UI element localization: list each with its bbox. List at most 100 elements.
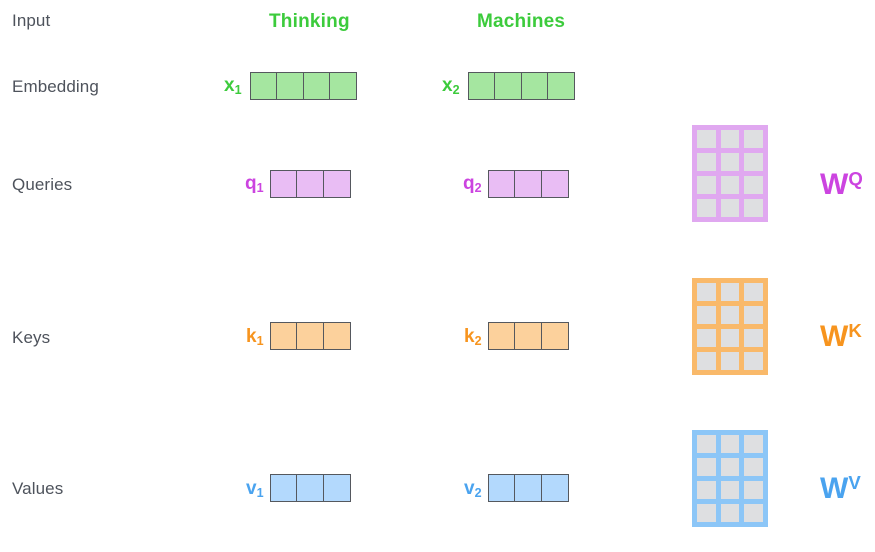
matrix-cell [744,504,763,522]
matrix-cell [697,504,716,522]
matrix-label-wq-sup: Q [848,168,863,190]
matrix-cell [720,153,740,171]
vector-symbol-k1: k1 [246,327,264,347]
vector-symbol-x1-base: x [224,75,235,96]
vector-x2 [468,72,576,100]
matrix-cell [720,504,740,522]
vector-cell [270,322,298,350]
row-label-input: Input [12,11,51,30]
vector-symbol-x1-sub: 1 [234,82,242,97]
matrix-label-wv-base: W [820,472,849,505]
matrix-label-wv: WV [820,472,861,505]
vector-cell [270,474,298,502]
matrix-cell [697,435,716,453]
vector-symbol-v2-base: v [464,478,475,499]
vector-symbol-v1-sub: 1 [256,485,264,500]
vector-cell [514,322,543,350]
matrix-cell [744,481,763,499]
vector-cell [296,474,325,502]
matrix-cell [697,130,716,148]
vector-cell [540,170,569,198]
vector-cell [488,322,516,350]
matrix-label-wq-base: W [820,168,849,201]
vector-cell [296,170,325,198]
column-header-thinking: Thinking [269,11,350,32]
vector-cell [276,72,305,100]
row-label-queries: Queries [12,175,73,194]
vector-cell [329,72,358,100]
vector-cell [520,72,549,100]
column-header-machines: Machines [477,11,566,32]
matrix-cell [697,481,716,499]
vector-q1 [270,170,351,198]
vector-symbol-v1-base: v [246,478,257,499]
vector-v1 [270,474,351,502]
matrix-cell [697,306,716,324]
matrix-label-wv-sup: V [848,472,861,494]
matrix-cell [720,435,740,453]
row-label-keys: Keys [12,328,51,347]
vector-cell [514,474,543,502]
vector-symbol-q1-sub: 1 [256,180,264,195]
matrix-wv [692,430,768,527]
matrix-cell [720,329,740,347]
vector-k1 [270,322,351,350]
vector-symbol-v1: v1 [246,478,264,500]
vector-cell [250,72,278,100]
vector-cell [540,322,569,350]
vector-q2 [488,170,569,198]
vector-symbol-k2-sub: 2 [474,333,482,348]
matrix-cell [720,458,740,476]
matrix-cell [720,176,740,194]
vector-cell [488,474,516,502]
vector-symbol-x2-sub: 2 [452,82,460,97]
matrix-cell [697,176,716,194]
matrix-label-wk: WK [820,320,862,353]
matrix-cell [720,481,740,499]
vector-cell [296,322,325,350]
vector-symbol-q1: q1 [245,173,264,195]
vector-symbol-x1: x1 [224,75,242,97]
matrix-cell [697,329,716,347]
vector-cell [270,170,298,198]
row-label-values: Values [12,479,64,498]
vector-cell [322,170,351,198]
vector-cell [322,474,351,502]
matrix-cell [744,435,763,453]
matrix-cell [697,458,716,476]
matrix-wq [692,125,768,222]
matrix-cell [720,130,740,148]
matrix-wk [692,278,768,375]
matrix-label-wk-base: W [820,320,849,353]
vector-symbol-q1-base: q [245,173,257,194]
vector-cell [488,170,516,198]
vector-cell [302,72,331,100]
matrix-cell [720,352,740,370]
matrix-cell [744,306,763,324]
vector-symbol-q2: q2 [463,173,482,195]
matrix-cell [744,130,763,148]
vector-symbol-k2: k2 [464,326,482,348]
vector-symbol-v2: v2 [464,478,482,499]
vector-symbol-x2-base: x [442,75,453,96]
vector-cell [514,170,543,198]
matrix-cell [744,283,763,301]
vector-cell [468,72,496,100]
matrix-cell [697,352,716,370]
matrix-cell [720,306,740,324]
vector-symbol-q2-base: q [463,173,475,194]
matrix-cell [744,352,763,370]
vector-symbol-q2-sub: 2 [474,180,482,195]
vector-cell [540,474,569,502]
matrix-cell [720,283,740,301]
vector-k2 [488,322,569,350]
matrix-cell [697,199,716,217]
matrix-cell [744,329,763,347]
matrix-cell [697,153,716,171]
vector-symbol-k2-base: k [464,326,475,347]
vector-cell [547,72,576,100]
row-label-embedding: Embedding [12,77,99,96]
matrix-cell [744,153,763,171]
matrix-cell [744,176,763,194]
